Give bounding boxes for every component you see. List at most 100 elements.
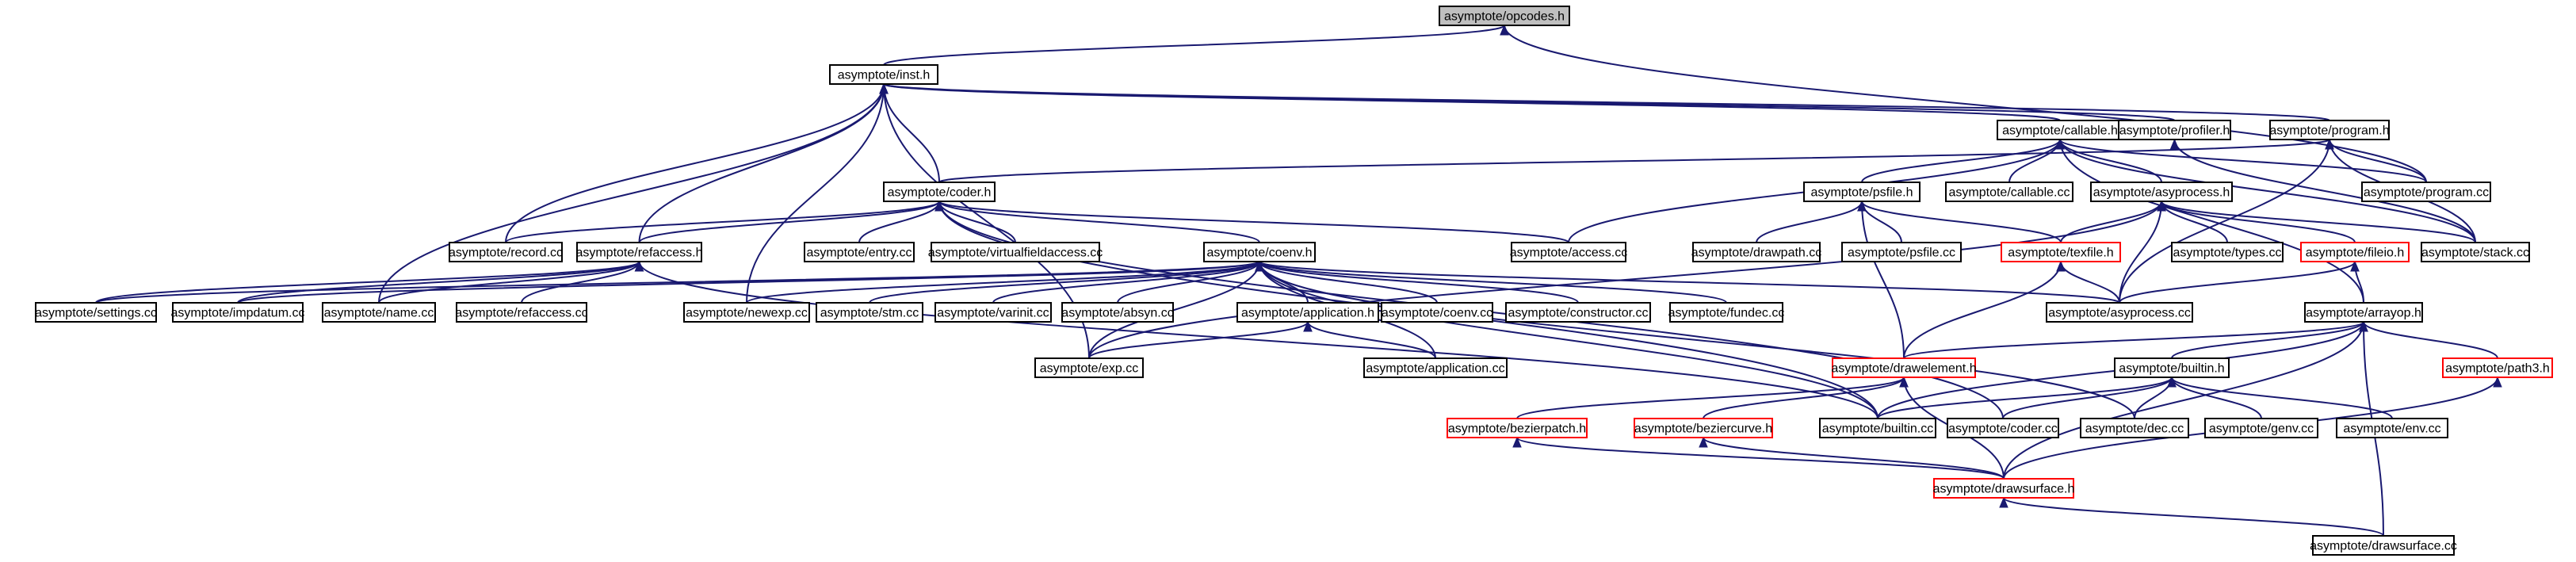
node-fileio-h[interactable]: asymptote/fileio.h	[2300, 242, 2410, 262]
node-record-cc[interactable]: asymptote/record.cc	[449, 242, 563, 262]
node-asyprocess-h[interactable]: asymptote/asyprocess.h	[2090, 182, 2233, 202]
node-box	[829, 64, 938, 85]
node-program-cc[interactable]: asymptote/program.cc	[2361, 182, 2491, 202]
node-label: asymptote/fundec.cc	[1668, 307, 1785, 320]
node-label: asymptote/constructor.cc	[1508, 307, 1649, 320]
node-label: asymptote/drawpath.cc	[1691, 247, 1822, 260]
node-callable-cc[interactable]: asymptote/callable.cc	[1945, 182, 2073, 202]
node-inst-h[interactable]: asymptote/inst.h	[829, 64, 938, 85]
node-refaccess-h[interactable]: asymptote/refaccess.h	[575, 242, 703, 262]
node-asyprocess-cc[interactable]: asymptote/asyprocess.cc	[2046, 302, 2193, 323]
node-label: asymptote/types.cc	[2173, 247, 2282, 260]
node-label: asymptote/asyprocess.cc	[2048, 307, 2191, 320]
node-label: asymptote/stack.cc	[2421, 247, 2529, 260]
node-arrayop-h[interactable]: asymptote/arrayop.h	[2304, 302, 2423, 323]
node-genv-cc[interactable]: asymptote/genv.cc	[2204, 418, 2318, 438]
arrowhead-icon	[634, 260, 644, 272]
node-coder-h[interactable]: asymptote/coder.h	[883, 182, 996, 202]
node-coenv-h[interactable]: asymptote/coenv.h	[1203, 242, 1316, 262]
node-drawsurface-h[interactable]: asymptote/drawsurface.h	[1933, 478, 2075, 499]
node-application-cc[interactable]: asymptote/application.cc	[1363, 357, 1508, 378]
node-box	[2090, 182, 2233, 202]
edge-fileio_h-to-asyprocess_cc	[2119, 261, 2356, 304]
edge-coenv_h-to-dec_cc	[1259, 261, 2135, 419]
node-label: asymptote/fileio.h	[2306, 247, 2405, 260]
node-box	[931, 242, 1100, 262]
node-label: asymptote/builtin.cc	[1822, 422, 1934, 436]
node-program-h[interactable]: asymptote/program.h	[2269, 120, 2390, 140]
node-stm-cc[interactable]: asymptote/stm.cc	[816, 302, 923, 323]
node-psfile-cc[interactable]: asymptote/psfile.cc	[1841, 242, 1962, 262]
node-box	[1505, 302, 1651, 323]
node-box	[1363, 357, 1508, 378]
node-label: asymptote/application.h	[1241, 307, 1374, 320]
node-settings-cc[interactable]: asymptote/settings.cc	[35, 302, 157, 323]
node-refaccess-cc[interactable]: asymptote/refaccess.cc	[455, 302, 588, 323]
node-drawelement-h[interactable]: asymptote/drawelement.h	[1831, 357, 1977, 378]
node-exp-cc[interactable]: asymptote/exp.cc	[1034, 357, 1144, 378]
node-drawpath-cc[interactable]: asymptote/drawpath.cc	[1691, 242, 1822, 262]
node-label: asymptote/exp.cc	[1040, 362, 1139, 376]
edge-beziercurve_h-to-drawsurface_h	[1703, 437, 2005, 480]
node-entry-cc[interactable]: asymptote/entry.cc	[804, 242, 915, 262]
node-box	[1933, 478, 2074, 499]
node-box	[2046, 302, 2193, 323]
edge-arrayop_h-to-drawelement_h	[1903, 321, 2364, 359]
node-dec-cc[interactable]: asymptote/dec.cc	[2080, 418, 2189, 438]
node-label: asymptote/builtin.h	[2119, 362, 2224, 376]
node-psfile-h[interactable]: asymptote/psfile.h	[1803, 182, 1921, 202]
edge-profiler_h-to-stack_cc	[2173, 139, 2476, 243]
node-label: asymptote/path3.h	[2445, 362, 2550, 376]
node-box	[1803, 182, 1921, 202]
node-path3-h[interactable]: asymptote/path3.h	[2442, 357, 2553, 378]
node-label: asymptote/dec.cc	[2085, 422, 2184, 436]
edge-program_h-to-coder_h	[938, 139, 2330, 183]
node-drawsurface-cc[interactable]: asymptote/drawsurface.cc	[2310, 535, 2457, 556]
edge-texfile_h-to-drawelement_h	[1903, 261, 2062, 359]
node-opcodes-h[interactable]: asymptote/opcodes.h	[1439, 6, 1570, 26]
node-builtin-h[interactable]: asymptote/builtin.h	[2114, 357, 2230, 378]
node-coenv-cc[interactable]: asymptote/coenv.cc	[1381, 302, 1493, 323]
node-fundec-cc[interactable]: asymptote/fundec.cc	[1668, 302, 1785, 323]
node-access-cc[interactable]: asymptote/access.cc	[1510, 242, 1628, 262]
node-newexp-cc[interactable]: asymptote/newexp.cc	[683, 302, 810, 323]
node-label: asymptote/env.cc	[2343, 422, 2440, 436]
node-application-h[interactable]: asymptote/application.h	[1236, 302, 1379, 323]
node-box	[1203, 242, 1316, 262]
arrowhead-icon	[2167, 376, 2177, 388]
edge-arrayop_h-to-drawsurface_h	[2003, 321, 2364, 480]
node-types-cc[interactable]: asymptote/types.cc	[2171, 242, 2284, 262]
node-label: asymptote/stm.cc	[820, 307, 919, 320]
node-stack-cc[interactable]: asymptote/stack.cc	[2421, 242, 2530, 262]
node-texfile-h[interactable]: asymptote/texfile.h	[2001, 242, 2121, 262]
node-varinit-cc[interactable]: asymptote/varinit.cc	[934, 302, 1052, 323]
node-label: asymptote/entry.cc	[806, 247, 912, 260]
node-coder-cc[interactable]: asymptote/coder.cc	[1947, 418, 2059, 438]
node-label: asymptote/coenv.cc	[1382, 307, 1492, 320]
node-name-cc[interactable]: asymptote/name.cc	[322, 302, 436, 323]
edge-drawsurface_h-to-drawsurface_cc	[2003, 497, 2384, 537]
edge-coenv_h-to-coenv_cc	[1259, 261, 1438, 304]
node-profiler-h[interactable]: asymptote/profiler.h	[2118, 120, 2231, 140]
edge-psfile_h-to-texfile_h	[1861, 201, 2062, 243]
node-label: asymptote/impdatum.cc	[171, 307, 305, 320]
node-box	[1034, 357, 1144, 378]
node-constructor-cc[interactable]: asymptote/constructor.cc	[1505, 302, 1651, 323]
edge-refaccess_h-to-settings_cc	[95, 261, 640, 304]
node-virtualfieldaccess-cc[interactable]: asymptote/virtualfieldaccess.cc	[928, 242, 1103, 262]
node-label: asymptote/settings.cc	[35, 307, 157, 320]
node-box	[35, 302, 157, 323]
edge-coenv_h-to-builtin_cc	[1259, 261, 1878, 419]
edge-asyprocess_h-to-fileio_h	[2161, 201, 2356, 243]
node-impdatum-cc[interactable]: asymptote/impdatum.cc	[171, 302, 305, 323]
node-bezierpatch-h[interactable]: asymptote/bezierpatch.h	[1447, 418, 1588, 438]
node-absyn-cc[interactable]: asymptote/absyn.cc	[1061, 302, 1174, 323]
node-label: asymptote/refaccess.h	[575, 247, 702, 260]
node-builtin-cc[interactable]: asymptote/builtin.cc	[1819, 418, 1936, 438]
node-box	[2300, 242, 2410, 262]
node-box	[2421, 242, 2530, 262]
node-callable-h[interactable]: asymptote/callable.h	[1997, 120, 2123, 140]
node-beziercurve-h[interactable]: asymptote/beziercurve.h	[1634, 418, 1773, 438]
nodes-layer: asymptote/opcodes.h asymptote/inst.h asymp…	[35, 6, 2553, 556]
node-env-cc[interactable]: asymptote/env.cc	[2336, 418, 2448, 438]
